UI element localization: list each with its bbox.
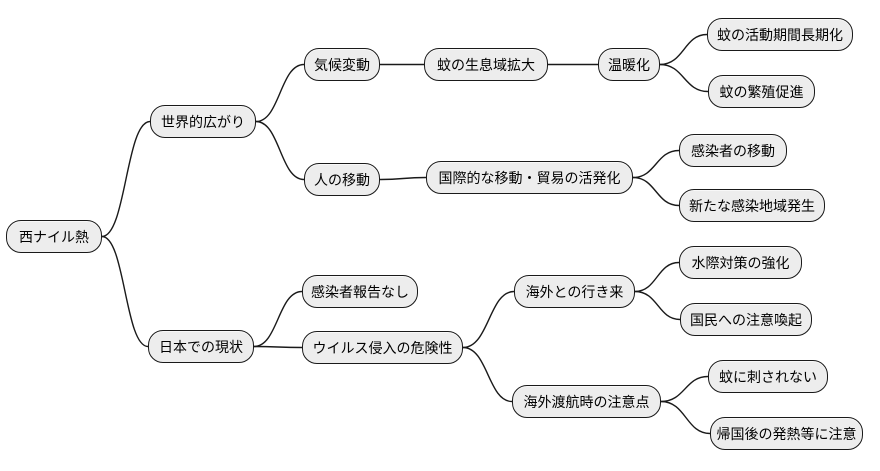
edge-root-to-global-spread [101, 120, 151, 238]
node-global-spread: 世界的広がり [150, 105, 256, 138]
edge-warming-to-activity-period [659, 33, 708, 66]
edge-human-movement-to-international [379, 176, 427, 181]
edge-international-to-new-areas [632, 176, 680, 207]
edge-traffic-to-border-measures [634, 261, 680, 293]
edge-japan-to-no-reports [253, 290, 303, 348]
node-border-measures-strengthening: 水際対策の強化 [679, 246, 802, 279]
node-overseas-travel-traffic: 海外との行き来 [514, 275, 635, 308]
node-mosquito-habitat-expansion: 蚊の生息域拡大 [424, 48, 548, 81]
edge-cautions-to-fever-watch [660, 400, 711, 435]
node-west-nile-fever: 西ナイル熱 [6, 220, 102, 253]
edge-international-to-infected-movement [632, 149, 680, 179]
edge-japan-to-virus-entry-risk [253, 345, 303, 349]
node-mosquito-breeding-promoted: 蚊の繁殖促進 [708, 75, 815, 108]
node-overseas-travel-cautions: 海外渡航時の注意点 [512, 385, 661, 418]
edge-global-spread-to-climate-change [255, 63, 305, 123]
node-avoid-mosquito-bites: 蚊に刺されない [708, 360, 828, 393]
edge-global-spread-to-human-movement [255, 120, 305, 181]
edge-virus-risk-to-travel-cautions [462, 346, 513, 403]
node-human-movement: 人の移動 [304, 163, 380, 196]
node-no-reported-cases: 感染者報告なし [302, 275, 418, 308]
edge-cautions-to-avoid-bites [660, 375, 709, 403]
edge-root-to-japan-situation [101, 235, 149, 348]
node-mosquito-activity-period-longer: 蚊の活動期間長期化 [707, 18, 853, 51]
node-fever-after-return-caution: 帰国後の発熱等に注意 [710, 417, 863, 450]
node-climate-change: 気候変動 [304, 48, 380, 81]
node-warming: 温暖化 [598, 48, 660, 81]
node-new-infection-areas: 新たな感染地域発生 [679, 189, 825, 222]
node-international-movement-trade: 国際的な移動・貿易の活発化 [426, 161, 633, 194]
edge-warming-to-breeding [659, 63, 709, 93]
edge-virus-risk-to-overseas-traffic [462, 290, 515, 349]
edge-traffic-to-public-alert [634, 290, 681, 321]
node-public-alert: 国民への注意喚起 [680, 303, 812, 336]
node-japan-current-situation: 日本での現状 [148, 330, 254, 363]
node-infected-person-movement: 感染者の移動 [679, 134, 787, 167]
node-virus-entry-risk: ウイルス侵入の危険性 [302, 331, 463, 364]
